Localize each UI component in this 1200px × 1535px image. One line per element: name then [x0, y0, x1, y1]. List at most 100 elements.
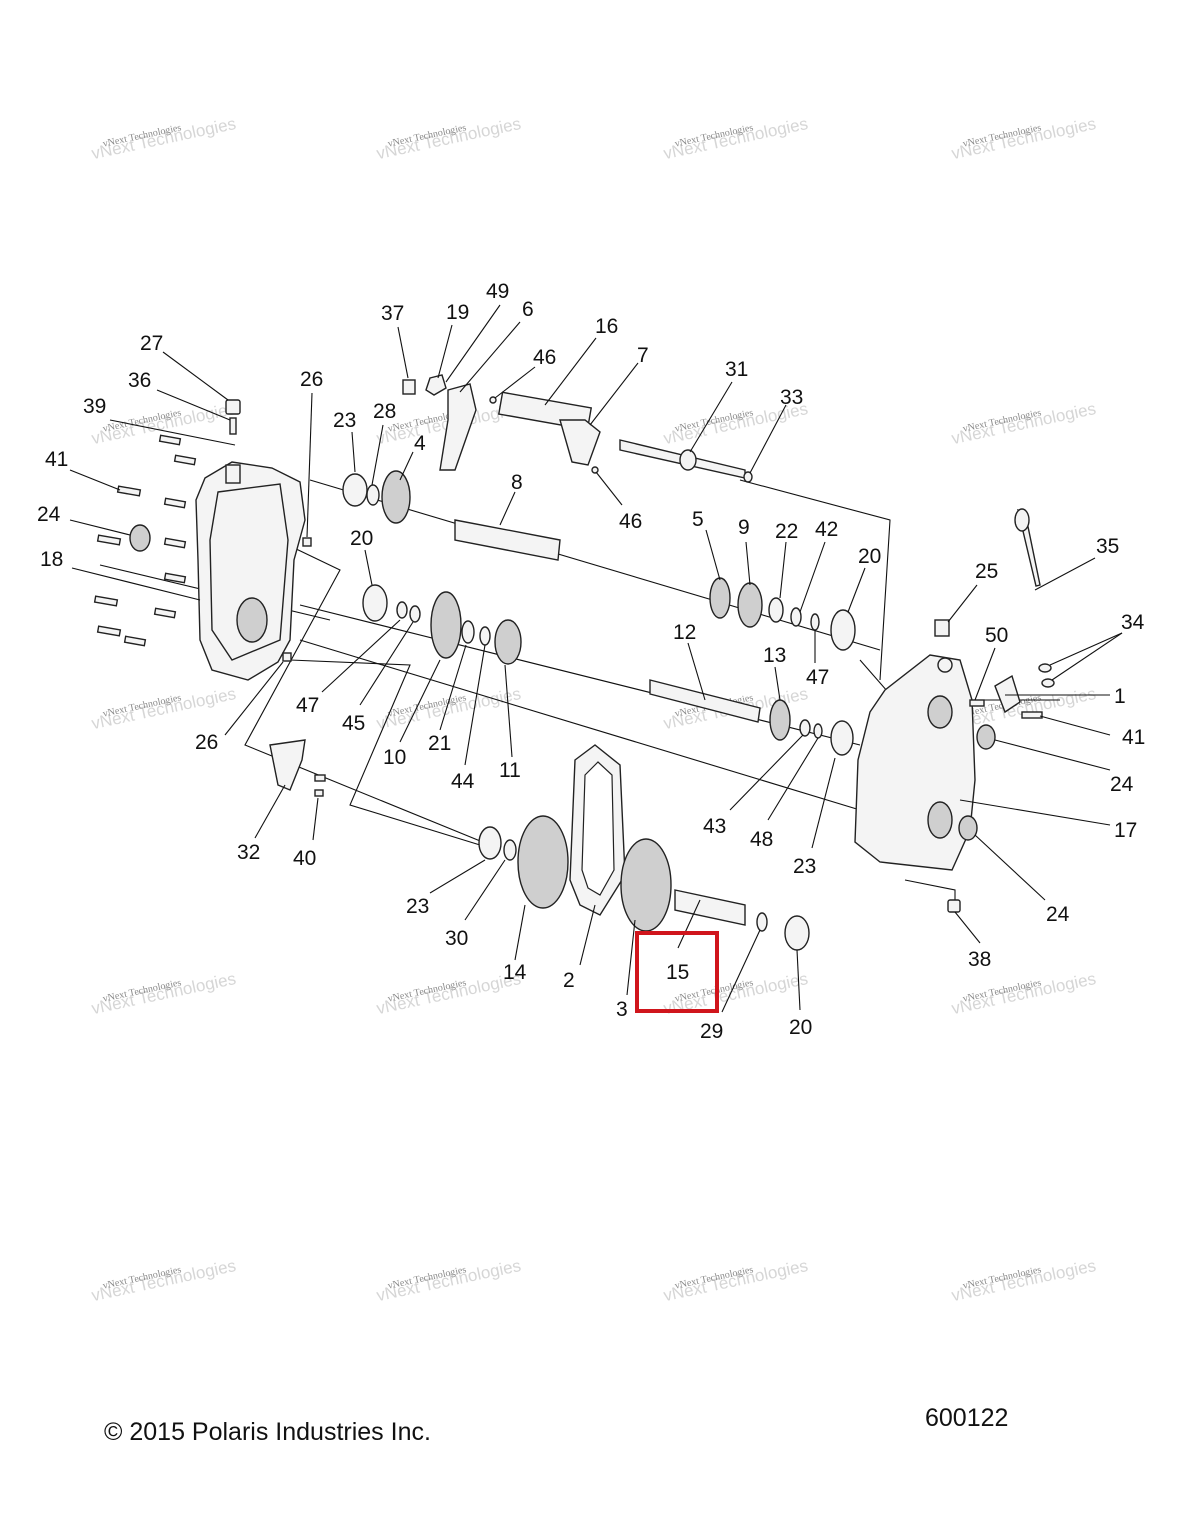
callout-32[interactable]: 32 [237, 841, 260, 864]
callout-20[interactable]: 20 [858, 545, 881, 568]
gear [769, 699, 791, 741]
watermark: vNext Technologies vNext Technologies [375, 969, 523, 1018]
callout-23[interactable]: 23 [406, 895, 429, 918]
callout-13[interactable]: 13 [763, 644, 786, 667]
callout-39[interactable]: 39 [83, 395, 106, 418]
callout-19[interactable]: 19 [446, 301, 469, 324]
leader-28 [371, 424, 384, 486]
leader-31 [689, 381, 733, 453]
callout-12[interactable]: 12 [673, 621, 696, 644]
callout-45[interactable]: 45 [342, 712, 365, 735]
leader-21 [439, 644, 467, 731]
callout-33[interactable]: 33 [780, 386, 803, 409]
leader-16 [544, 337, 597, 406]
callout-24[interactable]: 24 [1110, 773, 1134, 796]
callout-2[interactable]: 2 [563, 969, 575, 992]
callout-37[interactable]: 37 [381, 302, 404, 325]
highlight-box-callout-15 [635, 931, 719, 1013]
shift-shaft-axis [739, 479, 891, 681]
callout-29[interactable]: 29 [700, 1020, 723, 1043]
callout-50[interactable]: 50 [985, 624, 1008, 647]
leader-24c [974, 834, 1046, 901]
callout-25[interactable]: 25 [975, 560, 998, 583]
callout-15[interactable]: 15 [666, 961, 689, 984]
output-gear [517, 815, 569, 909]
callout-34[interactable]: 34 [1121, 611, 1145, 634]
callout-23[interactable]: 23 [793, 855, 816, 878]
callout-47[interactable]: 47 [296, 694, 319, 717]
callout-26[interactable]: 26 [195, 731, 218, 754]
callout-3[interactable]: 3 [616, 998, 628, 1021]
callout-10[interactable]: 10 [383, 746, 406, 769]
copyright-notice: © 2015 Polaris Industries Inc. [104, 1418, 431, 1446]
callout-23[interactable]: 23 [333, 409, 356, 432]
callout-42[interactable]: 42 [815, 518, 838, 541]
leader-12 [687, 642, 706, 701]
callout-41[interactable]: 41 [1122, 726, 1145, 749]
middle-shaft-axis [299, 604, 861, 746]
callout-27[interactable]: 27 [140, 332, 163, 355]
bolt [969, 699, 985, 707]
callout-1[interactable]: 1 [1114, 685, 1126, 708]
callout-46[interactable]: 46 [533, 346, 556, 369]
watermark: vNext Technologies vNext Technologies [375, 684, 523, 733]
bolt [153, 607, 177, 619]
callout-24[interactable]: 24 [1046, 903, 1070, 926]
callout-44[interactable]: 44 [451, 770, 475, 793]
callout-17[interactable]: 17 [1114, 819, 1137, 842]
callout-40[interactable]: 40 [293, 847, 316, 870]
bolt [163, 537, 187, 549]
callout-38[interactable]: 38 [968, 948, 991, 971]
callout-9[interactable]: 9 [738, 516, 750, 539]
leader-4 [399, 451, 414, 481]
leader-7 [589, 362, 639, 426]
callout-16[interactable]: 16 [595, 315, 618, 338]
callout-47[interactable]: 47 [806, 666, 829, 689]
watermark: vNext Technologies vNext Technologies [375, 114, 523, 163]
callout-5[interactable]: 5 [692, 508, 704, 531]
leader-24a [69, 519, 131, 536]
bearing [830, 609, 856, 651]
pin [489, 396, 497, 404]
callout-11[interactable]: 11 [499, 759, 521, 782]
callout-7[interactable]: 7 [637, 344, 649, 367]
washer [790, 607, 802, 627]
callout-8[interactable]: 8 [511, 471, 523, 494]
leader-24b [994, 739, 1111, 771]
callout-48[interactable]: 48 [750, 828, 773, 851]
callout-43[interactable]: 43 [703, 815, 726, 838]
callout-31[interactable]: 31 [725, 358, 748, 381]
callout-26[interactable]: 26 [300, 368, 323, 391]
leader-44 [464, 644, 486, 766]
callout-20[interactable]: 20 [350, 527, 373, 550]
callout-22[interactable]: 22 [775, 520, 798, 543]
bolt [96, 625, 122, 637]
callout-36[interactable]: 36 [128, 369, 151, 392]
leader-33 [749, 404, 787, 474]
bracket [994, 674, 1021, 714]
callout-18[interactable]: 18 [40, 548, 63, 571]
leader-50 [974, 647, 996, 701]
leader-3 [626, 919, 636, 996]
callout-6[interactable]: 6 [522, 298, 534, 321]
leader-49 [445, 304, 501, 383]
washer [799, 719, 811, 737]
leader-47a [321, 619, 401, 693]
right-case-bore-upper [927, 695, 953, 729]
callout-49[interactable]: 49 [486, 280, 509, 303]
callout-21[interactable]: 21 [428, 732, 451, 755]
callout-46[interactable]: 46 [619, 510, 642, 533]
callout-20[interactable]: 20 [789, 1016, 812, 1039]
callout-41[interactable]: 41 [45, 448, 68, 471]
callout-28[interactable]: 28 [373, 400, 396, 423]
output-shaft [674, 889, 746, 926]
shaft [454, 519, 561, 561]
callout-4[interactable]: 4 [414, 432, 426, 455]
callout-35[interactable]: 35 [1096, 535, 1119, 558]
left-case-inner [209, 483, 289, 661]
bolt [123, 635, 147, 647]
callout-30[interactable]: 30 [445, 927, 468, 950]
callout-24[interactable]: 24 [37, 503, 61, 526]
callout-14[interactable]: 14 [503, 961, 527, 984]
